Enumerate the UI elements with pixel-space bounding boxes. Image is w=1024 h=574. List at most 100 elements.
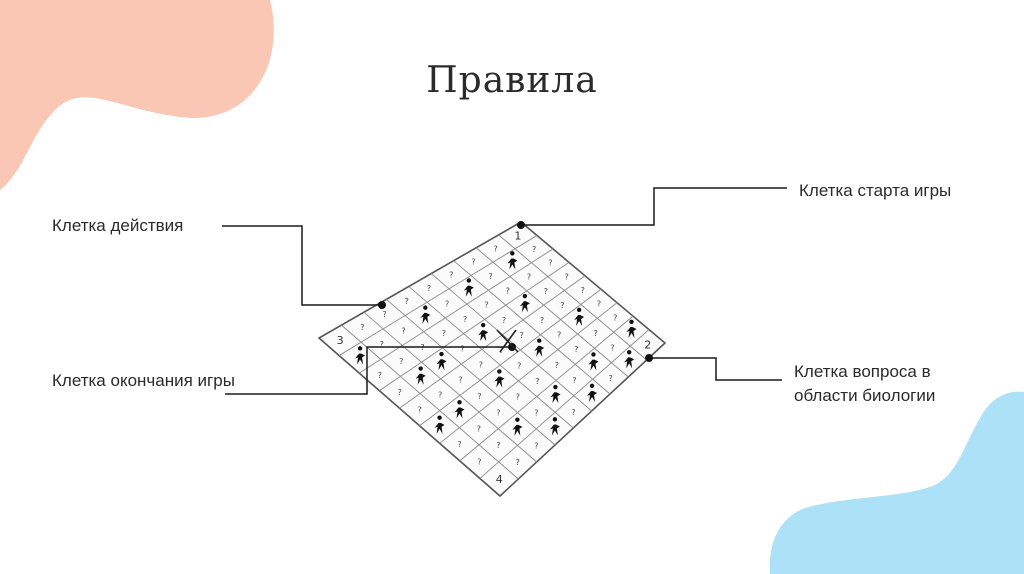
question-mark: ? bbox=[534, 441, 538, 450]
figure-icon bbox=[588, 352, 599, 371]
grid-line bbox=[358, 248, 554, 374]
question-mark: ? bbox=[610, 343, 614, 352]
question-mark: ? bbox=[457, 440, 461, 449]
grid-line bbox=[439, 302, 618, 444]
question-mark: ? bbox=[398, 388, 402, 397]
label-bio-question-cell: Клетка вопроса в области биологии bbox=[794, 362, 936, 405]
question-mark: ? bbox=[380, 340, 384, 349]
figure-icon bbox=[549, 417, 560, 436]
question-mark: ? bbox=[597, 300, 601, 309]
question-mark: ? bbox=[557, 330, 561, 339]
question-mark: ? bbox=[488, 272, 492, 281]
question-mark: ? bbox=[517, 361, 521, 370]
figure-icon bbox=[624, 350, 635, 369]
question-mark: ? bbox=[477, 424, 481, 433]
corner-number: 1 bbox=[514, 229, 521, 242]
grid-line bbox=[430, 273, 592, 412]
question-mark: ? bbox=[405, 297, 409, 306]
question-mark: ? bbox=[460, 345, 464, 354]
question-mark: ? bbox=[496, 441, 500, 450]
grid-line bbox=[419, 288, 602, 427]
question-mark: ? bbox=[471, 258, 475, 267]
marker-end bbox=[508, 343, 516, 351]
question-mark: ? bbox=[544, 287, 548, 296]
figure-icon bbox=[355, 346, 366, 365]
grid-line bbox=[379, 261, 570, 392]
figure-icon bbox=[550, 384, 561, 404]
question-mark: ? bbox=[458, 376, 462, 385]
end-cross-mark bbox=[496, 329, 519, 353]
question-mark: ? bbox=[477, 458, 481, 467]
question-mark: ? bbox=[613, 313, 617, 322]
question-mark: ? bbox=[438, 391, 442, 400]
figure-icon bbox=[512, 417, 523, 436]
figure-icon bbox=[415, 366, 426, 385]
grid-line bbox=[399, 275, 586, 409]
question-mark: ? bbox=[502, 316, 506, 325]
label-action-cell: Клетка действия bbox=[52, 216, 184, 235]
grid-line bbox=[479, 329, 650, 479]
figure-icon bbox=[587, 383, 598, 402]
grid-line bbox=[386, 298, 556, 446]
corner-number: 3 bbox=[337, 334, 344, 347]
question-mark: ? bbox=[581, 286, 585, 295]
question-mark: ? bbox=[516, 458, 520, 467]
question-mark: ? bbox=[399, 357, 403, 366]
connector-end bbox=[225, 346, 512, 395]
question-mark: ? bbox=[574, 345, 578, 354]
figure-icon bbox=[494, 369, 505, 388]
grid-line bbox=[498, 234, 647, 361]
question-mark: ? bbox=[535, 377, 539, 386]
question-mark: ? bbox=[571, 408, 575, 417]
question-mark: ? bbox=[527, 273, 531, 282]
question-mark: ? bbox=[418, 406, 422, 415]
figure-icon bbox=[454, 400, 465, 419]
figure-icon bbox=[574, 307, 585, 327]
grid-line bbox=[341, 324, 519, 480]
question-mark: ? bbox=[449, 271, 453, 280]
question-mark: ? bbox=[479, 361, 483, 370]
figure-icon bbox=[420, 305, 431, 324]
figure-icon bbox=[507, 251, 518, 270]
question-mark: ? bbox=[477, 392, 481, 401]
question-mark: ? bbox=[516, 393, 520, 402]
grid-line bbox=[363, 311, 537, 463]
question-mark: ? bbox=[484, 301, 488, 310]
question-mark: ? bbox=[572, 376, 576, 385]
question-mark: ? bbox=[560, 301, 564, 310]
question-mark: ? bbox=[532, 245, 536, 254]
figure-icon bbox=[534, 338, 545, 357]
question-mark: ? bbox=[496, 408, 500, 417]
grid-line bbox=[475, 247, 629, 378]
question-mark: ? bbox=[534, 409, 538, 418]
question-mark: ? bbox=[427, 284, 431, 293]
salmon-blob bbox=[0, 0, 274, 190]
marker-start bbox=[517, 221, 525, 229]
figure-icon bbox=[434, 415, 445, 434]
connector-start bbox=[521, 187, 787, 226]
question-mark: ? bbox=[520, 331, 524, 340]
corner-number: 4 bbox=[496, 473, 503, 486]
label-start-cell: Клетка старта игры bbox=[799, 181, 952, 200]
question-mark: ? bbox=[506, 287, 510, 296]
connector-action bbox=[222, 225, 382, 306]
question-mark: ? bbox=[494, 244, 498, 253]
question-mark: ? bbox=[382, 310, 386, 319]
grid-line bbox=[338, 235, 538, 356]
marker-action bbox=[378, 301, 386, 309]
question-mark: ? bbox=[445, 299, 449, 308]
question-mark: ? bbox=[442, 329, 446, 338]
corner-number: 2 bbox=[644, 339, 651, 352]
question-mark: ? bbox=[401, 326, 405, 335]
question-mark: ? bbox=[548, 259, 552, 268]
figure-icon bbox=[463, 278, 474, 297]
connector-bio bbox=[649, 357, 782, 381]
question-mark: ? bbox=[378, 371, 382, 380]
figure-icon bbox=[626, 319, 637, 338]
question-mark: ? bbox=[564, 272, 568, 281]
question-mark: ? bbox=[608, 374, 612, 383]
question-mark: ? bbox=[540, 316, 544, 325]
grid-line bbox=[453, 260, 611, 395]
